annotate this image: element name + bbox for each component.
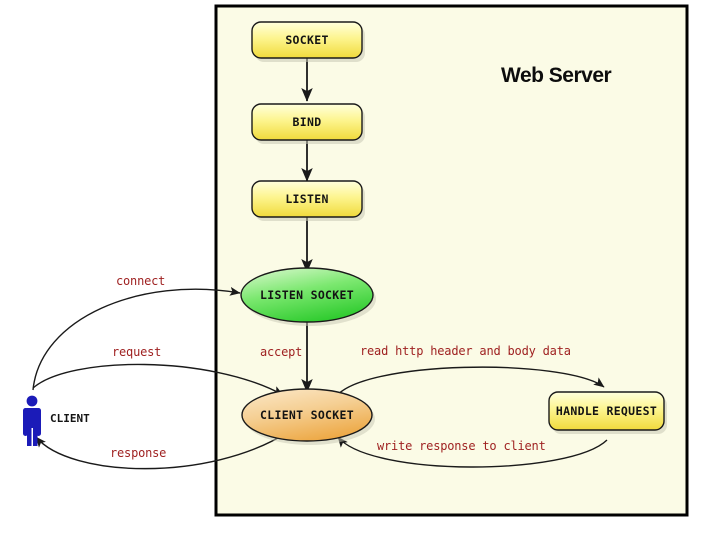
client-actor-icon[interactable] [23, 395, 41, 446]
edge-label-connect: connect [116, 274, 166, 288]
edge-label-request: request [112, 345, 162, 359]
handler-edges [334, 366, 608, 468]
edge-label-response: response [110, 446, 167, 460]
state-node-client-socket[interactable] [241, 388, 375, 445]
process-box-socket[interactable] [251, 21, 365, 62]
edge-label-write: write response to client [377, 439, 546, 453]
page-title: Web Server [501, 64, 612, 87]
edge-read-request [334, 366, 605, 399]
edge-connect [32, 286, 241, 391]
actor-label-client: CLIENT [50, 412, 90, 425]
edge-request [32, 363, 284, 396]
state-node-listen-socket[interactable] [240, 267, 376, 326]
edge-label-read: read http header and body data [360, 344, 571, 358]
edge-response [35, 431, 289, 470]
process-box-listen[interactable] [251, 180, 365, 221]
process-box-handle-request[interactable] [548, 391, 667, 434]
edge-write-response [337, 436, 608, 468]
edge-label-accept: accept [260, 345, 303, 359]
process-box-bind[interactable] [251, 103, 365, 144]
client-edges [32, 286, 289, 470]
